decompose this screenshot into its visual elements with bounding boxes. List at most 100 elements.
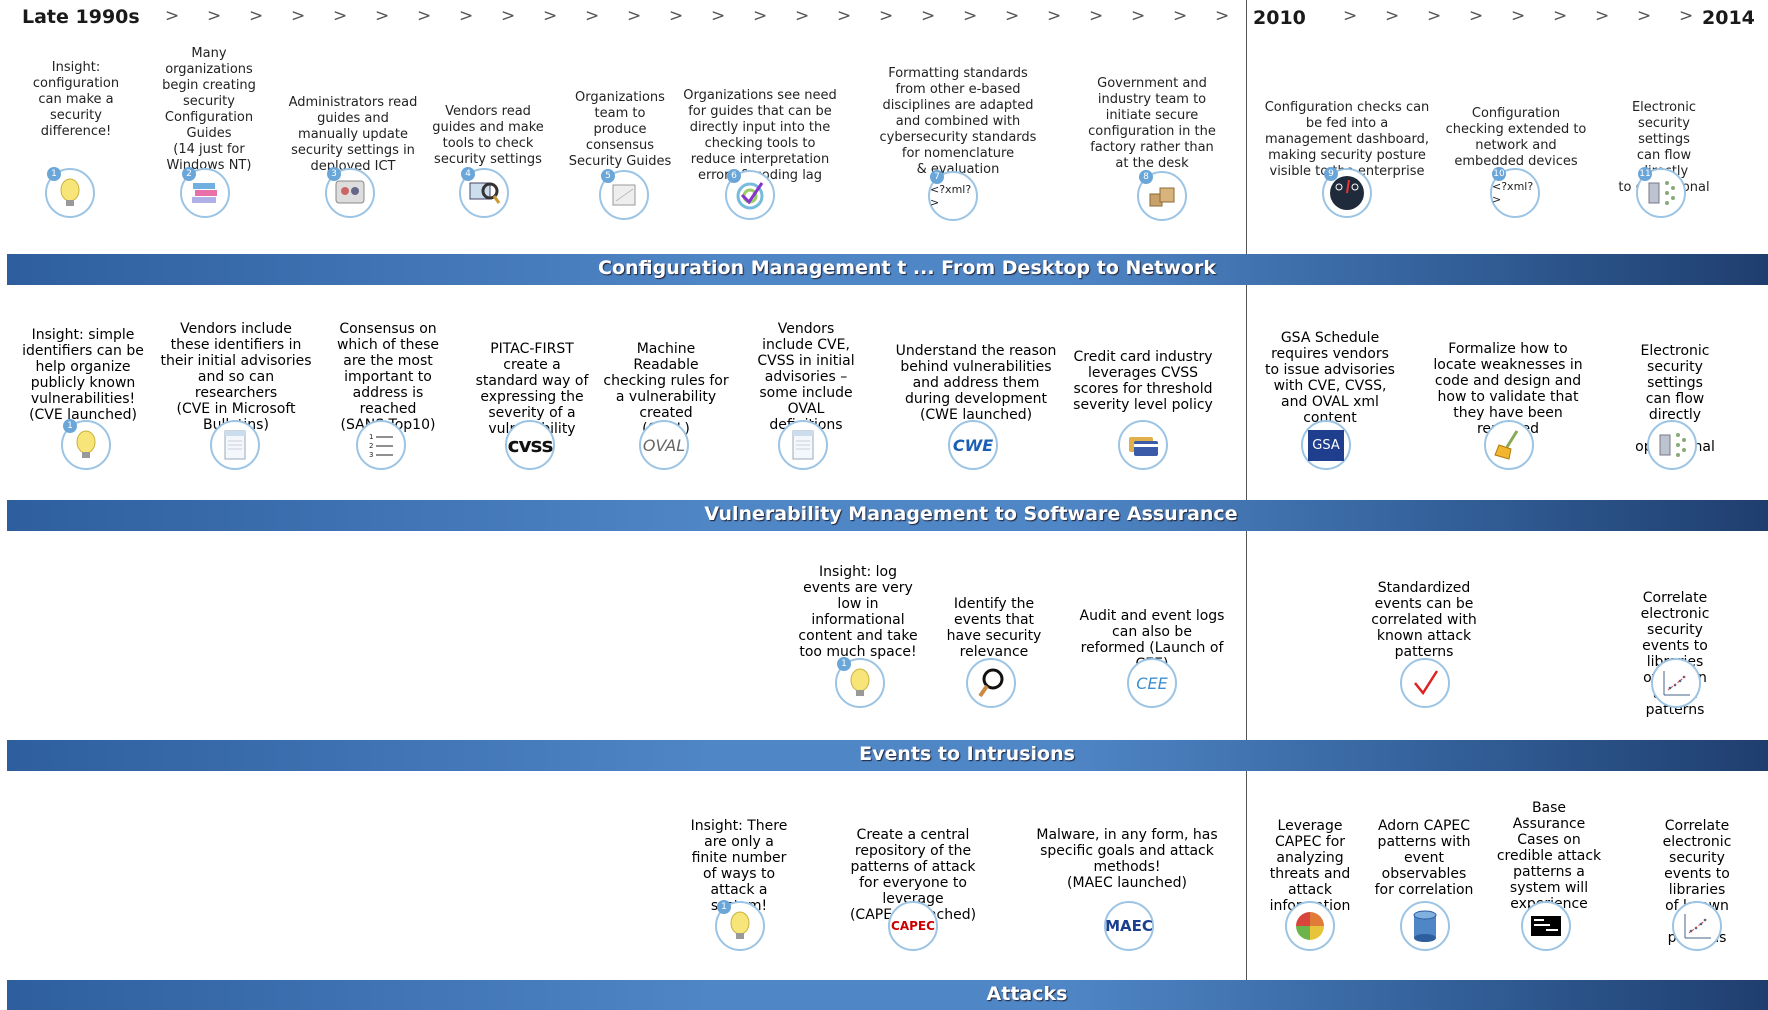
timeline-arrow: > xyxy=(1637,6,1652,26)
step-number-badge: 10 xyxy=(1492,167,1506,181)
timeline-arrow: > xyxy=(1427,6,1442,26)
checkmark-icon-graphic xyxy=(1402,660,1448,706)
cwe-logo-icon-label: CWE xyxy=(952,435,994,455)
vuln-item-text: PITAC-FIRST create a standard way of exp… xyxy=(475,341,589,437)
dashboard-gauge-icon-graphic xyxy=(1324,170,1370,216)
xml-icon-graphic: <?xml?> xyxy=(1492,170,1538,216)
event-item-text: Identify the events that have security r… xyxy=(946,596,1042,660)
cvss-logo-icon-label: cvss xyxy=(507,433,554,457)
credit-cards-icon xyxy=(1118,420,1168,470)
network-server-icon-graphic xyxy=(1638,170,1684,216)
config-item-text: Formatting standards from other e-based … xyxy=(879,66,1037,177)
step-number-badge: 6 xyxy=(727,169,741,183)
step-number-badge: 3 xyxy=(327,167,341,181)
timeline-arrow: > xyxy=(417,6,432,26)
bulletin-document-icon-graphic xyxy=(212,422,258,468)
step-number-badge: 8 xyxy=(1139,170,1153,184)
factory-boxes-icon-graphic xyxy=(1139,173,1185,219)
timeline-arrow: > xyxy=(459,6,474,26)
magnifier-tool-icon: 4 xyxy=(459,167,509,218)
timeline-arrow: > xyxy=(1215,6,1230,26)
step-number-badge: 1 xyxy=(837,657,851,671)
band-vulnerability-title: Vulnerability Management to Software Ass… xyxy=(704,503,1238,525)
lightbulb-icon: 1 xyxy=(45,167,95,218)
scatter-plot-icon-graphic xyxy=(1653,660,1699,706)
admin-people-icon-graphic xyxy=(327,170,373,216)
cwe-logo-icon-graphic: CWE xyxy=(950,422,996,468)
cwe-logo-icon: CWE xyxy=(948,420,998,470)
timeline-arrow: > xyxy=(1553,6,1568,26)
cee-logo-icon-label: CEE xyxy=(1136,673,1168,693)
oval-logo-icon-graphic: OVAL xyxy=(641,422,687,468)
timeline-arrow: > xyxy=(543,6,558,26)
timeline-arrow: > xyxy=(627,6,642,26)
timeline-arrow: > xyxy=(501,6,516,26)
attack-item-text: Create a central repository of the patte… xyxy=(849,827,977,923)
bulletin-document-icon-graphic xyxy=(780,422,826,468)
admin-people-icon: 3 xyxy=(325,167,375,218)
scatter-plot-icon xyxy=(1651,658,1701,708)
lightbulb-icon-graphic xyxy=(47,170,93,216)
step-number-badge: 9 xyxy=(1324,167,1338,181)
gsa-logo-icon-label: GSA xyxy=(1308,429,1344,461)
lightbulb-icon: 1 xyxy=(61,419,111,470)
capec-logo-icon: CAPEC xyxy=(888,901,938,951)
timeline-arrow: > xyxy=(1343,6,1358,26)
timeline-mid-label: 2010 xyxy=(1253,7,1306,29)
network-server-icon-graphic xyxy=(1649,422,1695,468)
magnifier-tool-icon-graphic xyxy=(461,170,507,216)
config-item-text: Many organizations begin creating securi… xyxy=(162,46,256,173)
timeline-arrow: > xyxy=(1131,6,1146,26)
scatter-plot-icon xyxy=(1672,901,1722,951)
timeline-arrow: > xyxy=(963,6,978,26)
step-number-badge: 4 xyxy=(461,167,475,181)
magnifier-person-icon xyxy=(966,658,1016,708)
attack-item-text: Base Assurance Cases on credible attack … xyxy=(1496,800,1602,912)
event-item-text: Insight: log events are very low in info… xyxy=(798,564,918,660)
era-divider xyxy=(1246,0,1247,980)
xml-icon-label: <?xml?> xyxy=(930,183,972,209)
config-item-text: Organizations see need for guides that c… xyxy=(683,88,837,183)
dashboard-gauge-icon: 9 xyxy=(1322,167,1372,218)
config-item-text: Configuration checks can be fed into a m… xyxy=(1264,100,1430,179)
vuln-item-text: Understand the reason behind vulnerabili… xyxy=(895,343,1057,423)
xml-icon-label: <?xml?> xyxy=(1492,180,1534,206)
gsa-logo-icon-graphic: GSA xyxy=(1303,422,1349,468)
timeline-arrow: > xyxy=(795,6,810,26)
band-configuration-title: Configuration Management t ... From Desk… xyxy=(598,257,1216,279)
band-attacks: Attacks xyxy=(7,980,1768,1010)
cvss-logo-icon-graphic: cvss xyxy=(507,422,554,468)
factory-boxes-icon: 8 xyxy=(1137,170,1187,221)
timeline-arrow: > xyxy=(1511,6,1526,26)
step-number-badge: 11 xyxy=(1638,167,1652,181)
credit-cards-icon-graphic xyxy=(1120,422,1166,468)
vuln-item-text: Insight: simple identifiers can be help … xyxy=(22,327,144,423)
vuln-item-text: Credit card industry leverages CVSS scor… xyxy=(1073,349,1213,413)
timeline-arrow: > xyxy=(165,6,180,26)
attack-item-text: Insight: There are only a finite number … xyxy=(690,818,788,914)
cee-logo-icon-graphic: CEE xyxy=(1129,660,1175,706)
database-cylinder-icon-graphic xyxy=(1402,903,1448,949)
event-item-text: Standardized events can be correlated wi… xyxy=(1371,580,1477,660)
config-item-text: Administrators read guides and manually … xyxy=(288,95,418,174)
maec-logo-icon-label: MAEC xyxy=(1105,917,1153,935)
timeline-arrow: > xyxy=(1089,6,1104,26)
guide-book-icon-graphic xyxy=(601,172,647,218)
timeline-arrow: > xyxy=(1047,6,1062,26)
attack-item-text: Leverage CAPEC for analyzing threats and… xyxy=(1269,818,1351,914)
config-item-text: Vendors read guides and make tools to ch… xyxy=(432,104,544,167)
timeline-arrow: > xyxy=(837,6,852,26)
svg-text:1: 1 xyxy=(369,433,373,441)
network-server-icon: 11 xyxy=(1636,167,1686,218)
timeline-arrow: > xyxy=(207,6,222,26)
attack-item-text: Malware, in any form, has specific goals… xyxy=(1036,827,1218,891)
target-check-icon: 6 xyxy=(725,169,775,220)
oval-logo-icon: OVAL xyxy=(639,420,689,470)
band-configuration: Configuration Management t ... From Desk… xyxy=(7,254,1768,285)
books-icon-graphic xyxy=(182,170,228,216)
config-item-text: Insight: configuration can make a securi… xyxy=(32,60,120,139)
vuln-item-text: Consensus on which of these are the most… xyxy=(336,321,440,433)
step-number-badge: 1 xyxy=(63,419,77,433)
cee-logo-icon: CEE xyxy=(1127,658,1177,708)
